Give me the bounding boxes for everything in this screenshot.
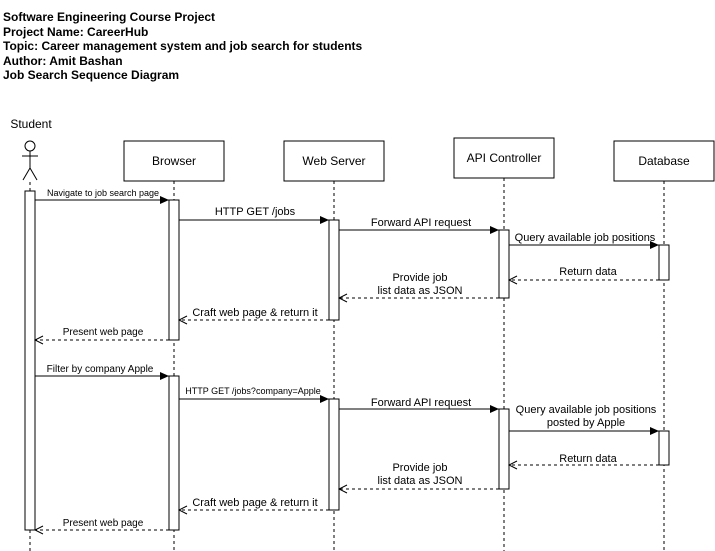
message-label: Navigate to job search page <box>47 188 159 198</box>
message-15[interactable]: Craft web page & return it <box>179 497 329 510</box>
message-5[interactable]: Return data <box>509 266 659 280</box>
message-label: Return data <box>559 453 617 465</box>
project-topic: Topic: Career management system and job … <box>3 39 363 53</box>
diagram-header: Software Engineering Course Project Proj… <box>3 10 362 83</box>
message-1[interactable]: Navigate to job search page <box>35 188 169 204</box>
message-12[interactable]: Query available job positions posted by … <box>509 404 659 435</box>
database-label: Database <box>638 154 690 168</box>
webserver-activation-2 <box>328 398 340 511</box>
message-4[interactable]: Query available job positions <box>509 232 659 249</box>
browser-activation-2 <box>168 375 180 531</box>
browser-participant[interactable]: Browser <box>123 140 225 182</box>
student-activation <box>24 190 36 531</box>
message-label: Present web page <box>63 327 144 338</box>
course-title: Software Engineering Course Project <box>3 10 216 24</box>
webserver-participant[interactable]: Web Server <box>283 140 385 182</box>
message-label-line-2: posted by Apple <box>547 417 625 429</box>
database-activation-1 <box>658 244 670 281</box>
activation-bars <box>24 190 670 531</box>
message-label: HTTP GET /jobs?company=Apple <box>185 386 320 396</box>
diagram-title: Job Search Sequence Diagram <box>3 68 180 82</box>
message-6[interactable]: Provide job list data as JSON <box>339 272 499 298</box>
project-name: Project Name: CareerHub <box>3 24 149 39</box>
message-label: Query available job positions <box>516 404 657 416</box>
message-14[interactable]: Provide job list data as JSON <box>339 462 499 489</box>
message-label: Return data <box>559 266 617 278</box>
message-label: Filter by company Apple <box>47 364 154 375</box>
database-participant[interactable]: Database <box>613 140 715 182</box>
api-label: API Controller <box>467 151 542 165</box>
message-label: Craft web page & return it <box>192 307 317 319</box>
message-9[interactable]: Filter by company Apple <box>35 364 169 380</box>
database-activation-2 <box>658 430 670 466</box>
api-activation-2 <box>498 408 510 490</box>
project-author: Author: Amit Bashan <box>3 53 123 68</box>
message-label: Forward API request <box>371 217 471 229</box>
message-label: Present web page <box>63 518 144 529</box>
webserver-label: Web Server <box>302 154 365 168</box>
student-actor[interactable]: Student <box>10 117 52 181</box>
message-8[interactable]: Present web page <box>35 327 169 340</box>
message-10[interactable]: HTTP GET /jobs?company=Apple <box>179 386 329 403</box>
api-participant[interactable]: API Controller <box>453 137 555 179</box>
message-label: HTTP GET /jobs <box>215 206 296 218</box>
stick-figure-icon <box>22 140 38 181</box>
browser-activation-1 <box>168 199 180 341</box>
message-11[interactable]: Forward API request <box>339 397 499 413</box>
message-label: Query available job positions <box>515 232 656 244</box>
webserver-activation-1 <box>328 219 340 321</box>
message-label: Provide job <box>392 272 447 284</box>
message-label: Craft web page & return it <box>192 497 317 509</box>
student-label: Student <box>10 117 52 131</box>
api-activation-1 <box>498 229 510 299</box>
message-label: Provide job <box>392 462 447 474</box>
message-3[interactable]: Forward API request <box>339 217 499 234</box>
browser-label: Browser <box>152 154 196 168</box>
message-label-line-2: list data as JSON <box>378 285 463 297</box>
message-7[interactable]: Craft web page & return it <box>179 307 329 320</box>
message-2[interactable]: HTTP GET /jobs <box>179 206 329 224</box>
message-16[interactable]: Present web page <box>35 518 169 530</box>
message-label-line-2: list data as JSON <box>378 475 463 487</box>
message-label: Forward API request <box>371 397 471 409</box>
message-13[interactable]: Return data <box>509 453 659 465</box>
